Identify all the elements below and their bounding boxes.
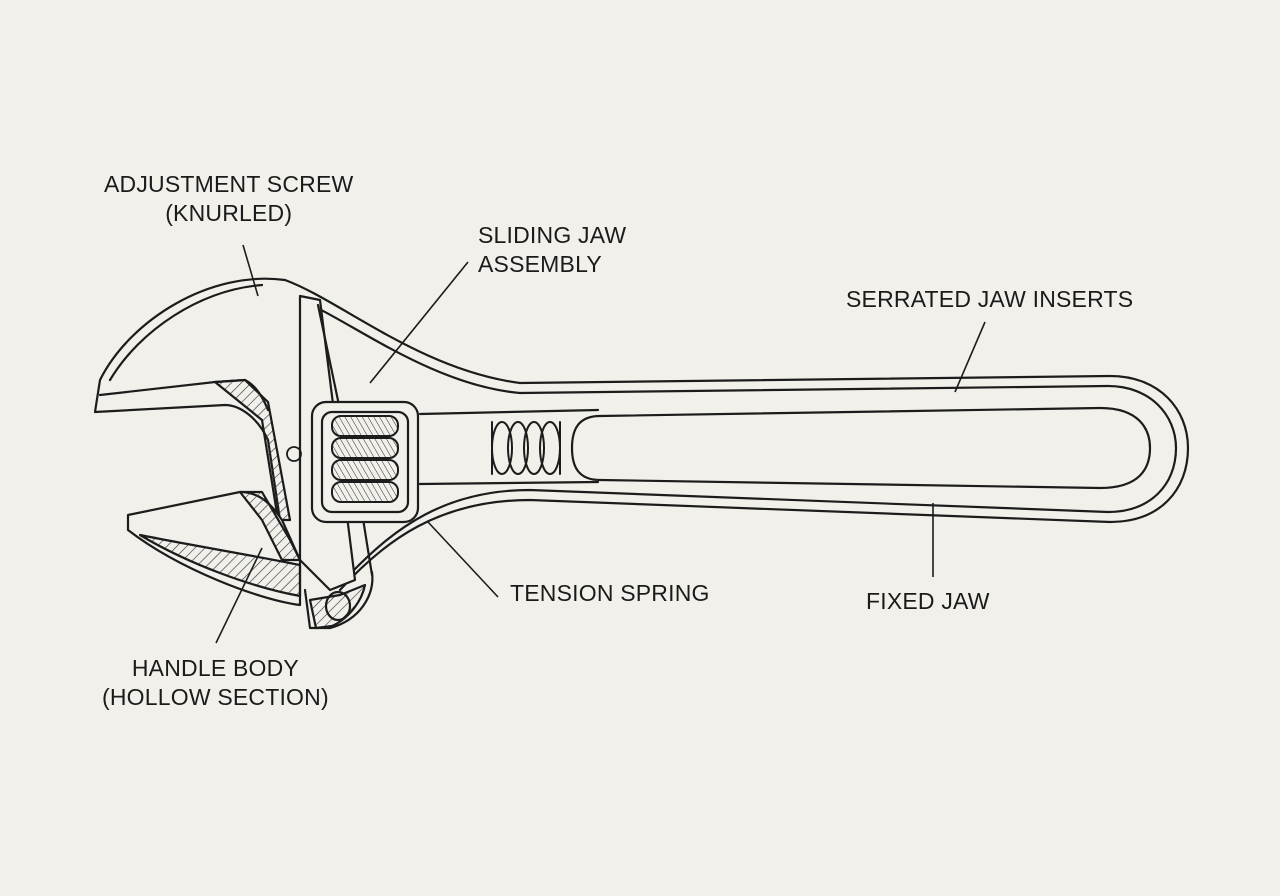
handle-outline [283, 278, 1190, 592]
gear-channel-top [418, 408, 600, 416]
label-serrated-inserts: SERRATED JAW INSERTS [846, 285, 1133, 314]
tension-spring [491, 421, 561, 475]
leader-handle-body [215, 547, 263, 644]
gear-channel-bottom [418, 480, 600, 486]
label-adjustment-screw-line2: (KNURLED) [165, 200, 293, 226]
label-sliding-jaw: SLIDING JAW ASSEMBLY [478, 221, 626, 279]
label-fixed-jaw-line1: FIXED JAW [866, 588, 990, 614]
upper-jaw-hatched [213, 378, 292, 522]
leader-adjustment-screw [242, 244, 259, 297]
pivot-hole [286, 446, 302, 462]
lower-hook-roller [324, 590, 352, 622]
label-handle-body-line2: (HOLLOW SECTION) [102, 684, 329, 710]
upper-jaw-inner-curve [108, 283, 264, 382]
label-serrated-inserts-line1: SERRATED JAW INSERTS [846, 286, 1134, 312]
lower-jaw-hatched-2 [238, 490, 302, 562]
leader-serrated-inserts [954, 321, 986, 393]
label-adjustment-screw: ADJUSTMENT SCREW (KNURLED) [104, 170, 353, 228]
lower-hook [303, 570, 374, 630]
label-handle-body-line1: HANDLE BODY [131, 655, 299, 681]
label-tension-spring-line1: TENSION SPRING [510, 580, 710, 606]
label-adjustment-screw-line1: ADJUSTMENT SCREW [104, 171, 354, 197]
handle-slot [570, 406, 1152, 490]
label-sliding-jaw-line1: SLIDING JAW [478, 222, 627, 248]
handle-inner-line [298, 298, 1178, 574]
label-tension-spring: TENSION SPRING [510, 579, 710, 608]
screw-housing-inner [320, 410, 410, 514]
sliding-jaw-line [316, 303, 342, 412]
label-fixed-jaw: FIXED JAW [866, 587, 990, 616]
lower-hook-hatched [308, 583, 367, 630]
lower-jaw-hatched [138, 533, 302, 598]
adjustment-screw-knurled [331, 415, 399, 503]
leader-sliding-jaw [369, 261, 469, 384]
leader-tension-spring [427, 521, 499, 598]
label-handle-body: HANDLE BODY (HOLLOW SECTION) [102, 654, 329, 712]
label-sliding-jaw-line2: ASSEMBLY [478, 251, 602, 277]
